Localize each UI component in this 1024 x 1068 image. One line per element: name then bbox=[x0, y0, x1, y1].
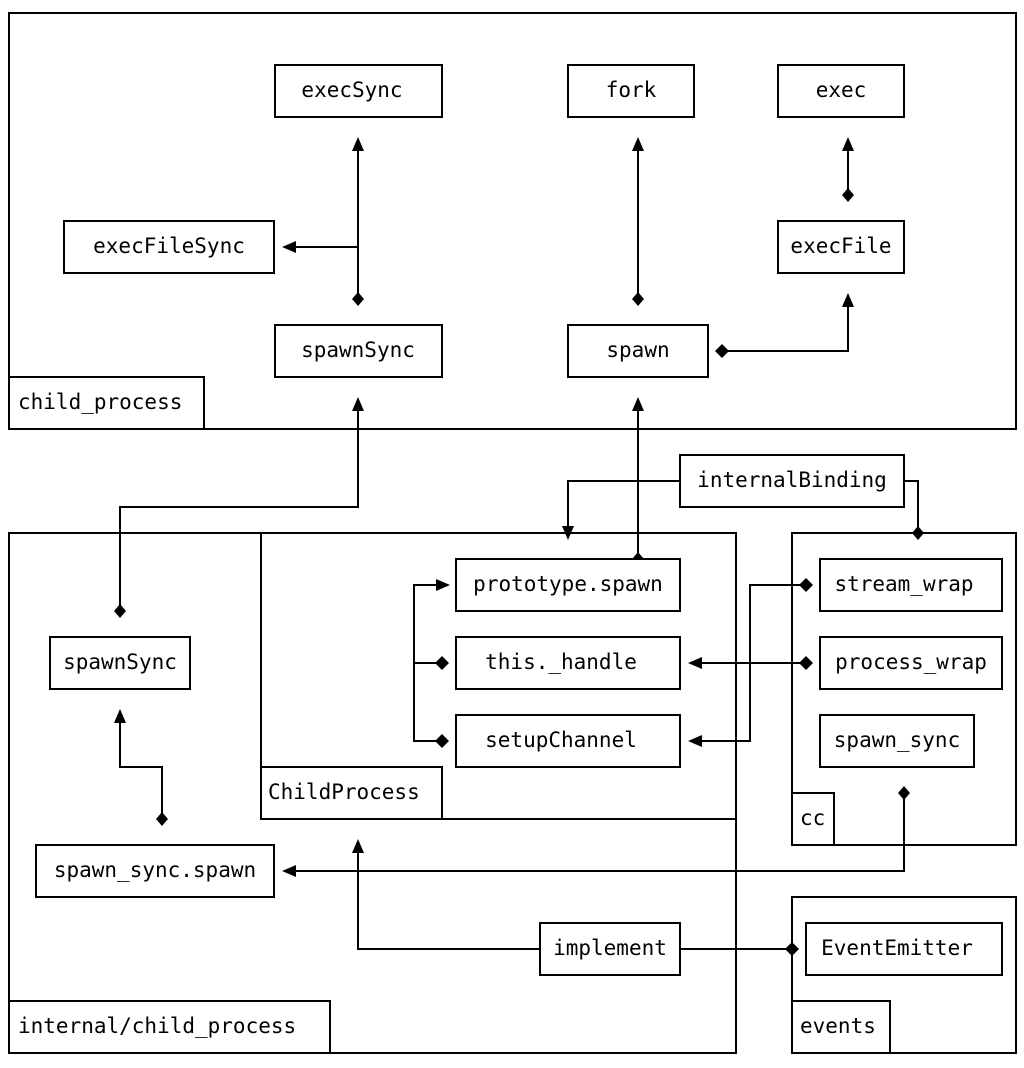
node-exec: exec bbox=[777, 64, 905, 118]
node-this-handle: this._handle bbox=[455, 636, 681, 690]
diamond-marker bbox=[632, 292, 644, 306]
internal-child-process-label: internal/child_process bbox=[18, 1014, 296, 1038]
arrowhead-up bbox=[352, 137, 364, 151]
edge-cc-spawnsyncspawn bbox=[287, 793, 905, 872]
events-frame bbox=[791, 896, 1017, 1054]
node-setupchannel-label: setupChannel bbox=[485, 728, 637, 752]
edge-internalbinding-internal bbox=[567, 480, 680, 528]
arrowhead-left bbox=[282, 865, 296, 877]
diamond-marker bbox=[898, 786, 910, 800]
node-spawnsync-label: spawnSync bbox=[301, 338, 415, 362]
node-eventemitter: EventEmitter bbox=[805, 922, 1003, 976]
arrowhead-right bbox=[436, 579, 450, 591]
node-setupchannel: setupChannel bbox=[455, 714, 681, 768]
arrowhead-up bbox=[632, 137, 644, 151]
child-process-label: child_process bbox=[18, 390, 182, 414]
edge-spawnsyncspawn-spawnsync bbox=[119, 716, 163, 817]
node-internal-spawnsync: spawnSync bbox=[49, 636, 191, 690]
child-process-module: child_process bbox=[8, 12, 1017, 430]
childprocess-class-label: ChildProcess bbox=[268, 780, 420, 804]
node-this-handle-label: this._handle bbox=[485, 650, 637, 674]
node-exec-label: exec bbox=[816, 78, 867, 102]
events-label: events bbox=[800, 1014, 876, 1038]
node-execfile-label: execFile bbox=[790, 234, 891, 258]
diamond-marker bbox=[156, 812, 168, 826]
edge-internal-spawnsync-spawnsync bbox=[119, 400, 359, 609]
diamond-marker bbox=[799, 578, 813, 592]
child-process-tab bbox=[8, 376, 205, 430]
cc-tab bbox=[791, 792, 835, 846]
node-fork-label: fork bbox=[606, 78, 657, 102]
events-module: events bbox=[791, 896, 1017, 1054]
edge-internalbinding-cc bbox=[904, 480, 919, 533]
arrowhead-up bbox=[632, 397, 644, 411]
diamond-marker bbox=[799, 656, 813, 670]
diamond-marker bbox=[352, 292, 364, 306]
edges bbox=[119, 140, 919, 950]
node-execfilesync: execFileSync bbox=[63, 220, 275, 274]
node-spawn: spawn bbox=[567, 324, 709, 378]
cc-label: cc bbox=[800, 806, 825, 830]
arrowhead-left bbox=[282, 241, 296, 253]
childprocess-class-frame bbox=[260, 532, 737, 820]
events-tab bbox=[791, 1000, 891, 1054]
diamond-marker bbox=[842, 188, 854, 202]
node-execfilesync-label: execFileSync bbox=[93, 234, 245, 258]
arrowhead-left bbox=[688, 657, 702, 669]
diamond-marker bbox=[912, 526, 924, 540]
node-stream-wrap: stream_wrap bbox=[819, 558, 1003, 612]
childprocess-class-tab bbox=[260, 766, 443, 820]
node-fork: fork bbox=[567, 64, 695, 118]
arrowhead-up bbox=[352, 397, 364, 411]
node-execfile: execFile bbox=[777, 220, 905, 274]
arrowhead-up bbox=[842, 293, 854, 307]
childprocess-class-group: ChildProcess bbox=[260, 532, 737, 820]
internal-child-process-tab bbox=[8, 1000, 331, 1054]
node-spawn-sync: spawn_sync bbox=[819, 714, 975, 768]
edge-implement-childprocess bbox=[357, 847, 540, 950]
node-stream-wrap-label: stream_wrap bbox=[834, 572, 973, 596]
internal-child-process-module: internal/child_process bbox=[8, 532, 737, 1054]
arrowhead-up bbox=[114, 709, 126, 723]
node-implement-label: implement bbox=[553, 936, 667, 960]
diamond-marker bbox=[785, 942, 799, 956]
node-execsync-label: execSync bbox=[301, 78, 402, 102]
node-internal-spawnsync-label: spawnSync bbox=[63, 650, 177, 674]
edge-spawn-execfile bbox=[722, 296, 849, 352]
node-spawnsync: spawnSync bbox=[274, 324, 443, 378]
child-process-frame bbox=[8, 12, 1017, 430]
node-implement: implement bbox=[539, 922, 681, 976]
node-spawn-label: spawn bbox=[606, 338, 669, 362]
node-execsync: execSync bbox=[274, 64, 443, 118]
node-process-wrap: process_wrap bbox=[819, 636, 1003, 690]
node-internalbinding-label: internalBinding bbox=[697, 468, 887, 492]
arrowheads bbox=[114, 137, 854, 877]
diamond-marker bbox=[435, 656, 449, 670]
node-spawn-sync-spawn-label: spawn_sync.spawn bbox=[54, 858, 256, 882]
node-internalbinding: internalBinding bbox=[679, 454, 905, 508]
node-prototype-spawn-label: prototype.spawn bbox=[473, 572, 663, 596]
arrowhead-left bbox=[688, 735, 702, 747]
node-process-wrap-label: process_wrap bbox=[835, 650, 987, 674]
arrowhead-down bbox=[562, 526, 574, 540]
diamond-marker bbox=[435, 734, 449, 748]
arrowhead-up bbox=[352, 839, 364, 853]
arrowhead-up bbox=[842, 137, 854, 151]
diamond-marker bbox=[114, 604, 126, 618]
diamond-marker bbox=[715, 344, 729, 358]
node-spawn-sync-spawn: spawn_sync.spawn bbox=[35, 844, 275, 898]
node-eventemitter-label: EventEmitter bbox=[821, 936, 973, 960]
node-prototype-spawn: prototype.spawn bbox=[455, 558, 681, 612]
node-spawn-sync-label: spawn_sync bbox=[834, 728, 960, 752]
